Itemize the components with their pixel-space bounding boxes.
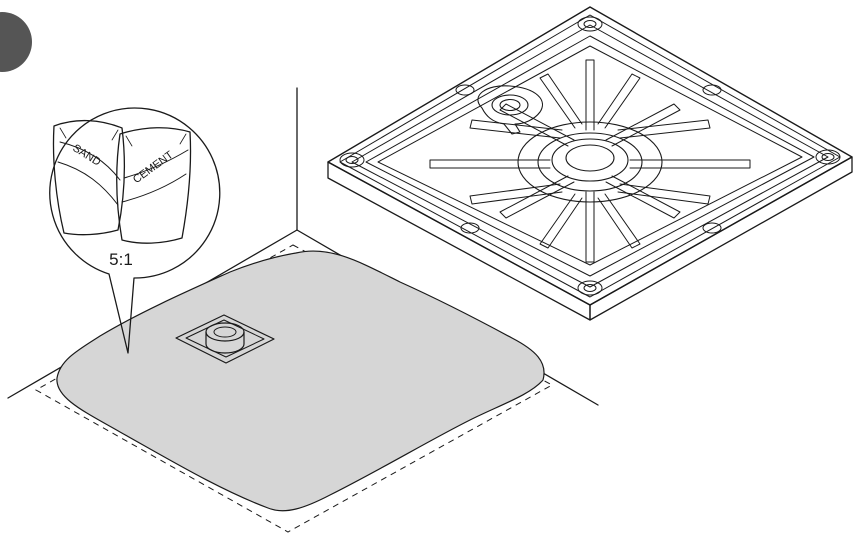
- tray-central-drain: [517, 121, 663, 203]
- floor-drain: [175, 314, 275, 364]
- tray-radial-ribs: [429, 59, 751, 263]
- mortar-screed-bed: [56, 250, 545, 512]
- sand-bag-icon: [52, 119, 125, 236]
- cement-bag-icon: [116, 127, 192, 244]
- shower-tray: [327, 6, 853, 321]
- sand-bag-label: SAND: [70, 142, 102, 168]
- tray-waste-outlet: [477, 85, 543, 135]
- mix-ratio-label: 5:1: [109, 250, 133, 269]
- tray-corner-feet: [339, 16, 841, 296]
- step-badge: [0, 12, 32, 72]
- cement-bag-label: CEMENT: [131, 149, 176, 186]
